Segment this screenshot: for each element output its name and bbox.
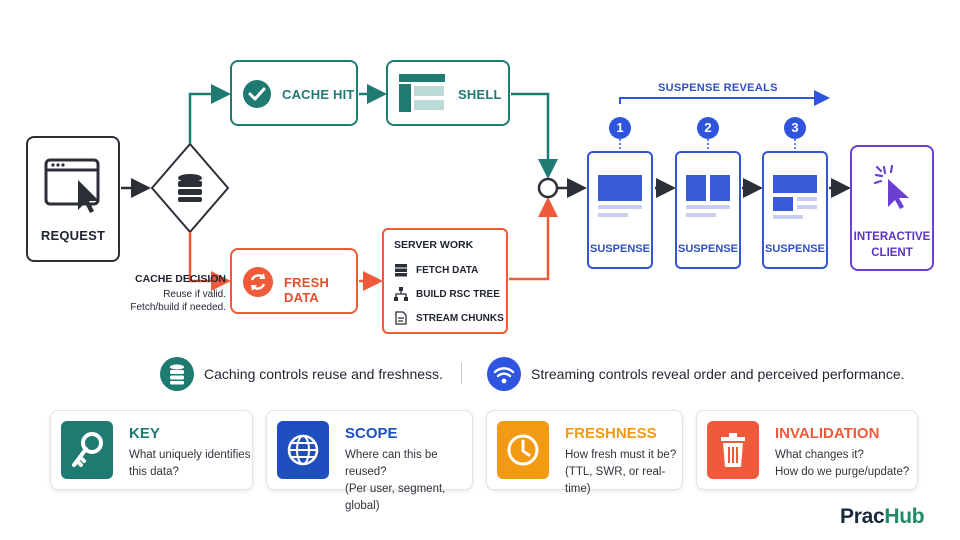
cache-hit-label: CACHE HIT	[282, 87, 355, 102]
card-desc: How fresh must it be? (TTL, SWR, or real…	[565, 447, 682, 498]
wifi-circle-icon	[487, 357, 521, 391]
fresh-data-label: FRESH DATA	[284, 275, 330, 305]
cache-decision-diamond	[150, 142, 230, 234]
legend-divider	[461, 362, 462, 384]
card-title: INVALIDATION	[775, 425, 880, 442]
card-freshness: FRESHNESS How fresh must it be? (TTL, SW…	[486, 410, 683, 495]
suspense-label: SUSPENSE	[678, 243, 738, 255]
request-label: REQUEST	[40, 228, 106, 243]
browser-cursor-icon	[44, 158, 100, 213]
page-layout-icon	[773, 175, 817, 219]
database-icon	[178, 174, 202, 202]
card-title: SCOPE	[345, 425, 398, 442]
card-desc-line2: (TTL, SWR, or real-time)	[565, 466, 666, 495]
cache-decision-title: CACHE DECISION	[134, 273, 226, 285]
tree-icon	[394, 287, 408, 301]
server-step-label: STREAM CHUNKS	[416, 312, 504, 324]
key-icon	[72, 432, 103, 467]
document-icon	[395, 311, 407, 325]
key-tile	[61, 421, 113, 479]
suspense-label: SUSPENSE	[590, 243, 650, 255]
interactive-client-line1: INTERACTIVE	[853, 231, 931, 243]
step-number-1: 1	[609, 117, 631, 139]
card-desc-line1: What changes it?	[775, 449, 864, 461]
card-desc: What uniquely identifies this data?	[129, 447, 250, 481]
card-desc-line2: How do we purge/update?	[775, 466, 910, 478]
brand-logo: PracHub	[840, 505, 925, 529]
card-title: FRESHNESS	[565, 425, 657, 442]
cache-decision-line2: Fetch/build if needed.	[130, 302, 226, 313]
refresh-icon	[243, 267, 273, 297]
suspense-label: SUSPENSE	[765, 243, 825, 255]
shell-label: SHELL	[458, 87, 502, 102]
card-desc: Where can this be reused? (Per user, seg…	[345, 447, 472, 515]
join-node	[537, 177, 559, 199]
card-desc-line1: What uniquely identifies	[129, 449, 251, 461]
step-number-2: 2	[697, 117, 719, 139]
check-circle-icon	[243, 80, 271, 108]
database-circle-icon	[160, 357, 194, 391]
step-number-3: 3	[784, 117, 806, 139]
globe-icon	[287, 434, 319, 466]
suspense-node-3: SUSPENSE	[762, 151, 828, 269]
scope-tile	[277, 421, 329, 479]
card-title: KEY	[129, 425, 160, 442]
brand-part2: Hub	[884, 505, 925, 528]
suspense-node-2: SUSPENSE	[675, 151, 741, 269]
fresh-data-node: FRESH DATA	[230, 248, 358, 314]
server-step-label: BUILD RSC TREE	[416, 288, 500, 300]
card-key: KEY What uniquely identifies this data?	[50, 410, 253, 490]
card-desc-line1: Where can this be reused?	[345, 449, 438, 478]
card-desc-line2: this data?	[129, 466, 179, 478]
suspense-reveals-label: SUSPENSE REVEALS	[658, 82, 778, 94]
suspense-node-1: SUSPENSE	[587, 151, 653, 269]
interactive-client-label: INTERACTIVE CLIENT	[852, 229, 932, 261]
click-cursor-icon	[873, 164, 909, 209]
server-icon	[395, 264, 407, 277]
page-layout-icon	[686, 175, 730, 217]
server-step-label: FETCH DATA	[416, 264, 479, 276]
server-step-stream: STREAM CHUNKS	[394, 308, 504, 328]
cache-decision-caption: CACHE DECISION Reuse if valid. Fetch/bui…	[118, 273, 226, 313]
brand-part1: Prac	[840, 505, 885, 528]
layout-shell-icon	[399, 74, 445, 112]
interactive-client-line2: CLIENT	[871, 247, 913, 259]
card-desc-line2: (Per user, segment, global)	[345, 483, 446, 512]
server-step-build: BUILD RSC TREE	[394, 284, 500, 304]
interactive-client-node: INTERACTIVE CLIENT	[850, 145, 934, 271]
card-desc: What changes it? How do we purge/update?	[775, 447, 909, 481]
cache-decision-line1: Reuse if valid.	[163, 289, 226, 300]
clock-icon	[507, 434, 539, 466]
page-layout-icon	[598, 175, 642, 217]
trash-icon	[721, 433, 745, 467]
server-work-node: SERVER WORK FETCH DATA BUILD RSC TREE ST…	[382, 228, 508, 334]
legend-caching-text: Caching controls reuse and freshness.	[204, 366, 443, 382]
server-work-title: SERVER WORK	[394, 239, 474, 251]
card-invalidation: INVALIDATION What changes it? How do we …	[696, 410, 918, 490]
freshness-tile	[497, 421, 549, 479]
shell-node: SHELL	[386, 60, 510, 126]
cache-hit-node: CACHE HIT	[230, 60, 358, 126]
invalidation-tile	[707, 421, 759, 479]
server-step-fetch: FETCH DATA	[394, 260, 478, 280]
card-desc-line1: How fresh must it be?	[565, 449, 677, 461]
legend-streaming-text: Streaming controls reveal order and perc…	[531, 366, 905, 382]
request-node: REQUEST	[26, 136, 120, 262]
card-scope: SCOPE Where can this be reused? (Per use…	[266, 410, 473, 512]
